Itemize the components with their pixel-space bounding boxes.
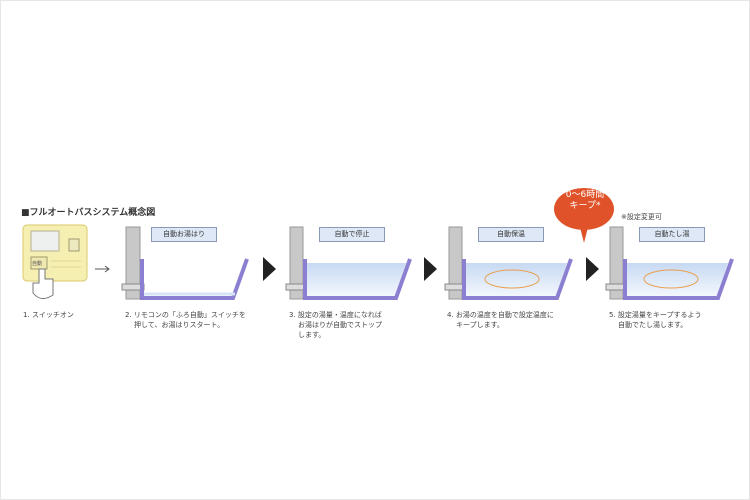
step-3-caption: 3. 設定の湯量・温度になれば お湯はりが自動でストップ します。 [289, 310, 382, 340]
step-2-label: 自動お湯はり [151, 227, 217, 242]
circulation-icon [484, 269, 540, 289]
bubble-line-2: キープ* [569, 201, 601, 211]
caption-line: お湯はりが自動でストップ [298, 321, 382, 329]
circulation-icon [643, 269, 699, 289]
step-5-caption: 5. 設定湯量をキープするよう 自動でたし湯します。 [609, 310, 701, 330]
bubble-text: 0〜6時間 キープ* [555, 190, 615, 212]
caption-line: します。 [298, 331, 326, 339]
step-4-label: 自動保温 [478, 227, 544, 242]
caption-line: 自動でたし湯します。 [618, 321, 688, 329]
tub-2 [121, 226, 249, 300]
arrow-right-icon [95, 265, 110, 273]
remote-control [22, 224, 88, 299]
caption-line: 2. リモコンの「ふろ自動」スイッチを [125, 311, 246, 319]
note: ※設定変更可 [621, 213, 662, 221]
caption-line: 押して、お湯はりスタート。 [134, 321, 225, 329]
triangle-arrow-icon [586, 257, 599, 281]
caption-line: 3. 設定の湯量・温度になれば [289, 311, 382, 319]
caption-line: 4. お湯の温度を自動で設定温度に [447, 311, 554, 319]
tub-5 [605, 226, 734, 300]
remote-button-label: 自動 [32, 261, 43, 267]
step-2-caption: 2. リモコンの「ふろ自動」スイッチを 押して、お湯はりスタート。 [125, 310, 246, 330]
step-5-label: 自動たし湯 [639, 227, 705, 242]
step-1-caption: 1. スイッチオン [23, 311, 74, 319]
step-3-label: 自動で停止 [319, 227, 385, 242]
keep-bubble [554, 188, 614, 243]
hand-icon [32, 268, 54, 299]
step-4-caption: 4. お湯の温度を自動で設定温度に キープします。 [447, 310, 554, 330]
bubble-line-1: 0〜6時間 [565, 190, 605, 200]
caption-line: 5. 設定湯量をキープするよう [609, 311, 702, 319]
triangle-arrow-icon [263, 257, 276, 281]
diagram-title: ■フルオートバスシステム概念図 [21, 208, 156, 218]
triangle-arrow-icon [424, 257, 437, 281]
tub-4 [444, 226, 573, 300]
tub-3 [285, 226, 412, 300]
caption-line: キープします。 [456, 321, 504, 329]
